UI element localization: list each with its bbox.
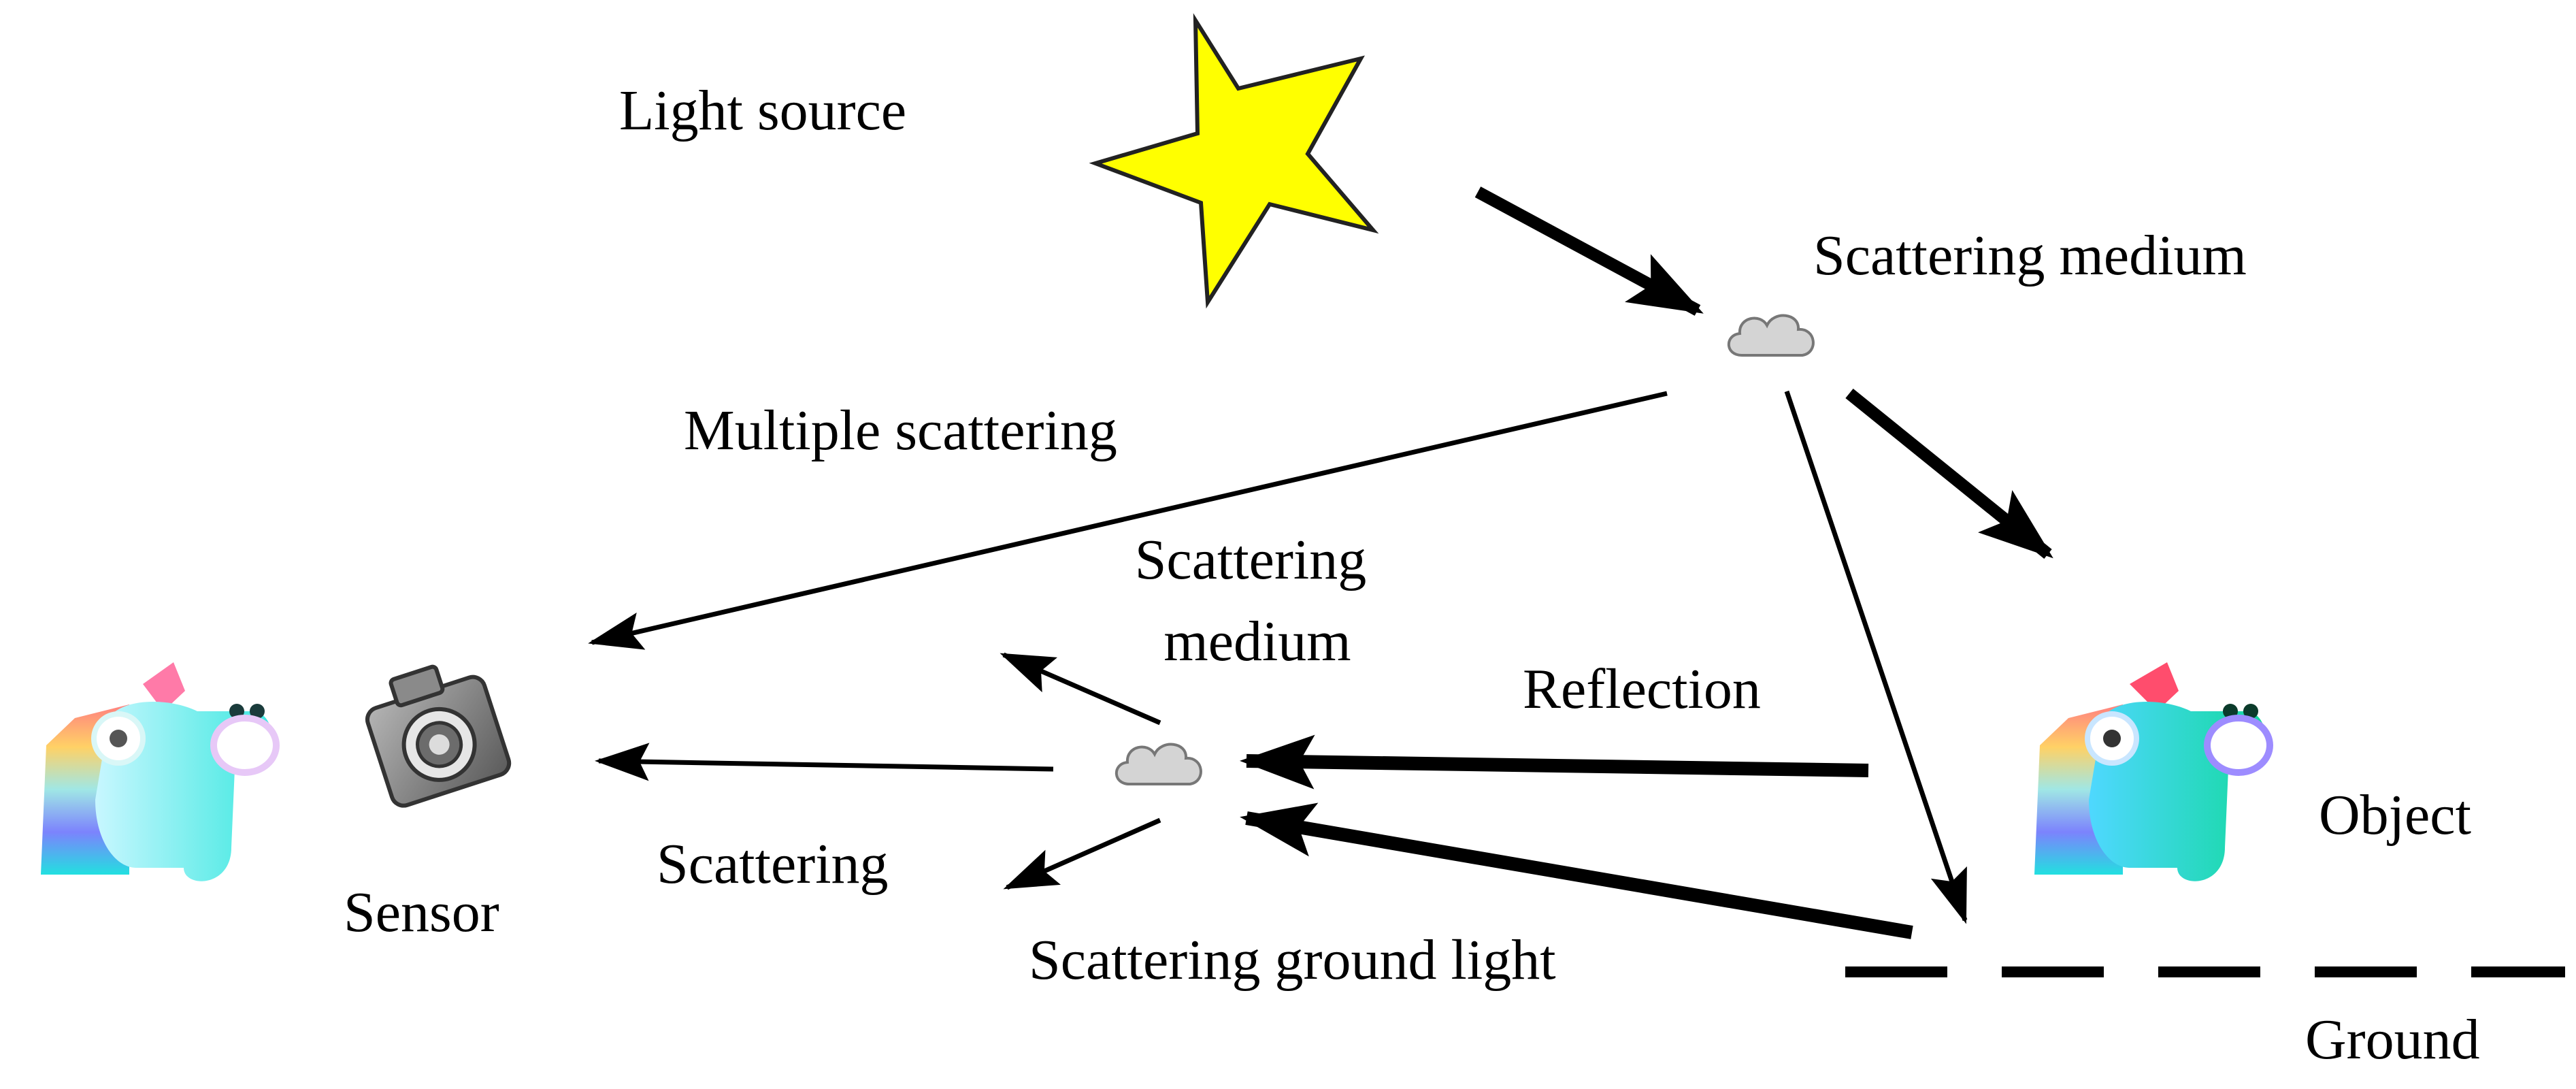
label-reflection: Reflection: [1523, 657, 1761, 721]
arrows: [588, 186, 2053, 939]
unicorn-head-icon: [41, 662, 280, 881]
cloud-icon: [1727, 314, 1815, 357]
arrow-medium-to-object: [1845, 389, 2053, 559]
label-scattering-medium-mid-1: Scattering: [1134, 528, 1367, 591]
arrow-scatter-to-sensor: [595, 743, 1054, 781]
label-light-source: Light source: [619, 79, 907, 142]
label-scattering-ground-light: Scattering ground light: [1029, 928, 1556, 992]
arrow-light-to-medium: [1474, 186, 1704, 316]
label-object: Object: [2319, 783, 2471, 847]
label-multiple-scattering: Multiple scattering: [684, 399, 1117, 462]
arrow-scatter-up: [1000, 652, 1161, 726]
label-scattering: Scattering: [657, 832, 889, 896]
arrow-reflection: [1240, 734, 1869, 790]
arrow-ground-light: [1240, 802, 1913, 939]
label-sensor: Sensor: [344, 881, 499, 944]
star-icon: [1089, 13, 1379, 309]
camera-icon: [365, 664, 512, 808]
arrow-multiple-scattering: [588, 391, 1668, 650]
label-ground: Ground: [2305, 1008, 2480, 1071]
label-scattering-medium-top: Scattering medium: [1813, 224, 2247, 287]
cloud-icon: [1114, 743, 1202, 785]
arrow-scatter-down: [1003, 817, 1161, 890]
unicorn-head-icon: [2034, 662, 2273, 881]
label-scattering-medium-mid-2: medium: [1163, 610, 1351, 673]
arrow-medium-to-ground: [1784, 390, 1968, 924]
